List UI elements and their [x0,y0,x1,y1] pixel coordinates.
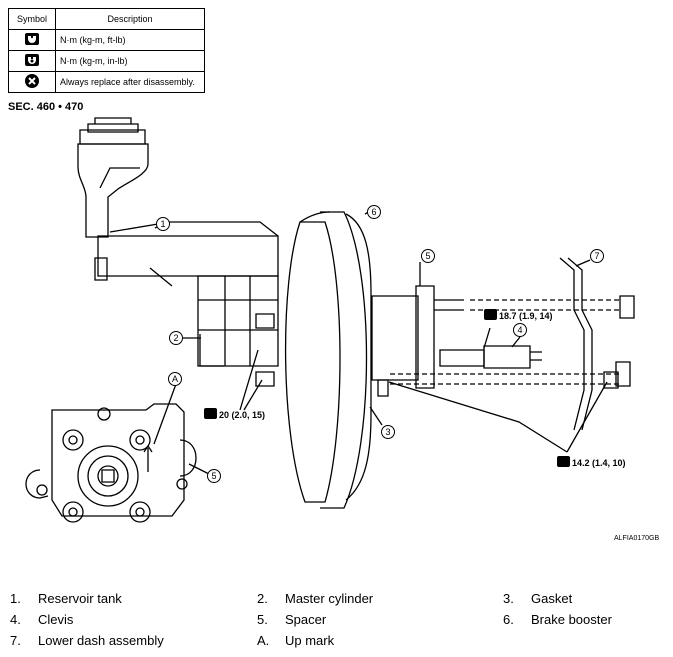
callout-6: 6 [371,207,376,217]
torque-wrench-icon [557,456,570,467]
torque-value: 18.7 (1.9, 14) [499,311,553,321]
torque-spec-18-7: 18.7 (1.9, 14) [484,309,553,321]
torque-value: 20 (2.0, 15) [219,410,265,420]
symbol-legend-table: Symbol Description N·m (kg-m, ft-lb) N·m… [8,8,205,93]
callout-circles [156,205,604,483]
figure-code: ALFIA0170GB [614,535,660,542]
callout-4: 4 [517,325,522,335]
brake-booster-diagram: 1 2 3 4 5 5 6 7 A 20 (2.0, 15) 18.7 (1.9… [25,117,635,523]
callout-5: 5 [425,251,430,261]
parts-list: 1. Reservoir tank 2. Master cylinder 3. … [0,588,673,651]
torque-wrench-icon [204,408,217,419]
legend-row-description: Always replace after disassembly. [55,71,205,93]
callout-a: A [172,374,178,384]
parts-row: 4. Clevis 5. Spacer 6. Brake booster [10,612,612,627]
torque-value: 14.2 (1.4, 10) [572,458,626,468]
torque-wrench-icon [484,309,497,320]
replace-x-icon [25,74,39,88]
parts-row: 1. Reservoir tank 2. Master cylinder 3. … [10,591,573,606]
callout-3: 3 [385,427,390,437]
callout-labels: 1 2 3 4 5 5 6 7 A [160,207,599,481]
section-label: SEC. 460 • 470 [8,101,84,113]
torque-wrench-icon [25,33,39,45]
torque-spec-20: 20 (2.0, 15) [204,408,265,420]
torque-wrench-inlb-icon [25,54,39,66]
callout-1: 1 [160,219,165,229]
callout-2: 2 [173,333,178,343]
callout-5-detail: 5 [211,471,216,481]
callout-7: 7 [594,251,599,261]
parts-row: 7. Lower dash assembly A. Up mark [10,633,335,648]
drawing-lines [25,117,635,523]
torque-spec-14-2: 14.2 (1.4, 10) [557,456,626,468]
